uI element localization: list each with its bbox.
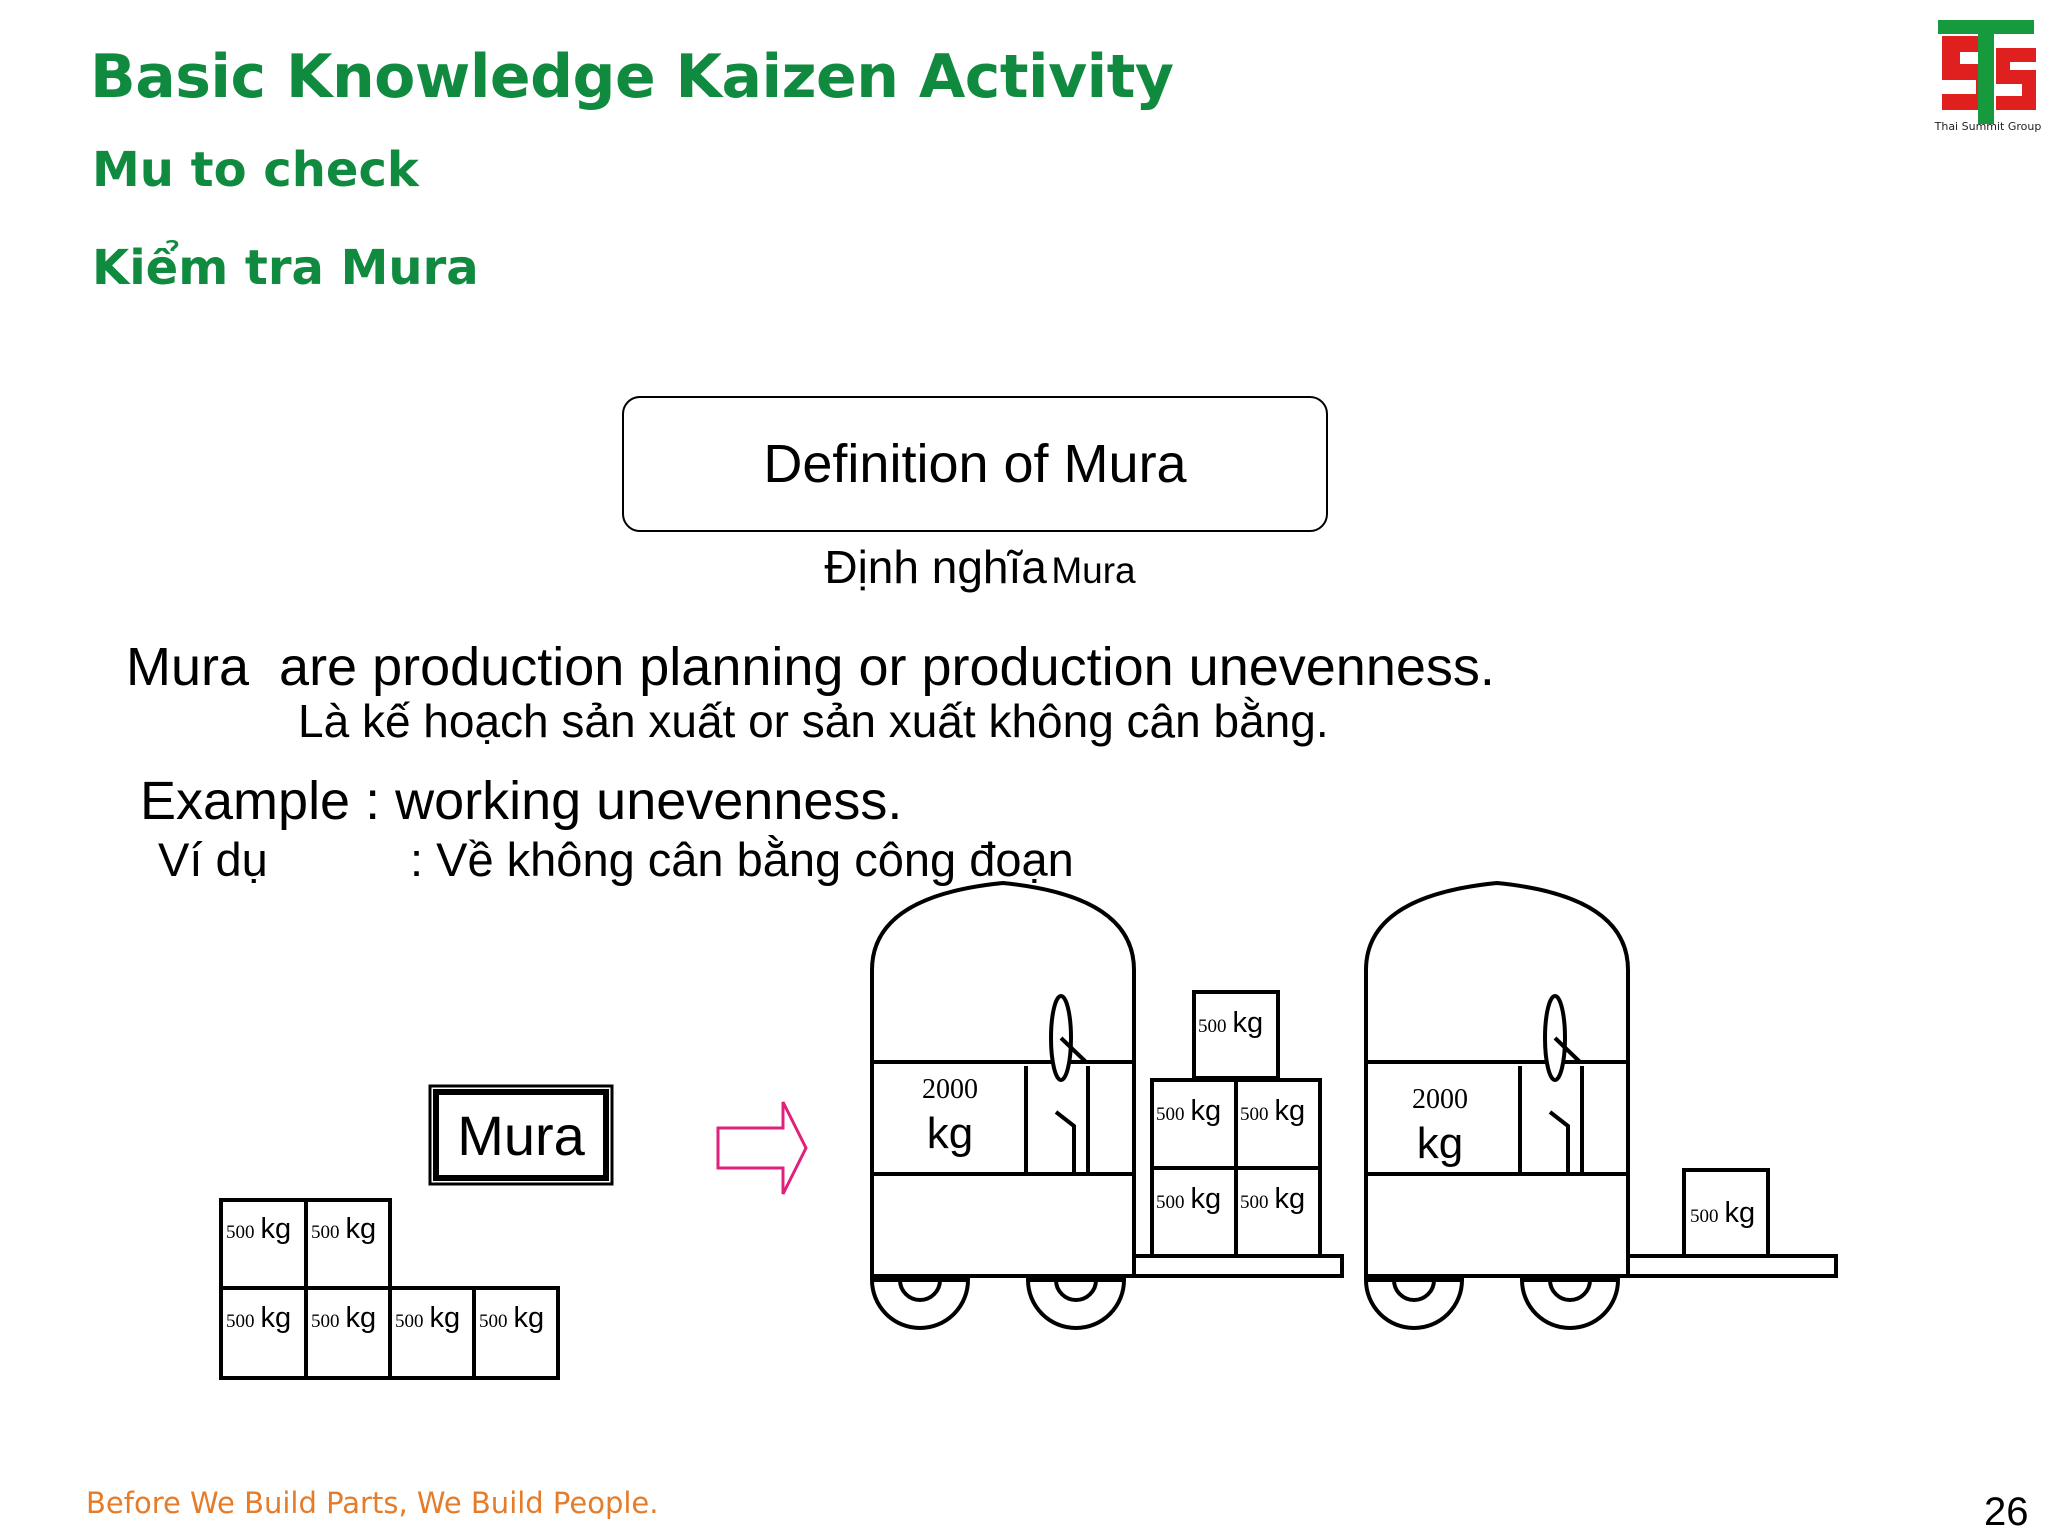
- box-weight-unit: kg: [261, 1213, 292, 1245]
- box-weight-unit: kg: [1275, 1095, 1306, 1127]
- box-weight-number: 500: [395, 1311, 424, 1332]
- mura-term: Mura: [126, 637, 250, 697]
- forklift-cart-2: [1363, 880, 1838, 1330]
- example-english: Example : working unevenness.: [140, 771, 903, 831]
- box-weight-unit: kg: [430, 1302, 461, 1334]
- box-weight-label: 500 kg: [226, 1213, 291, 1245]
- box-weight-number: 500: [1198, 1016, 1227, 1037]
- cart-2-capacity-unit: kg: [1417, 1119, 1463, 1168]
- box-weight-unit: kg: [1191, 1183, 1222, 1215]
- cart-1-capacity-unit: kg: [927, 1109, 973, 1158]
- box-weight-label: 500 kg: [1690, 1197, 1755, 1229]
- box-weight-number: 500: [1240, 1104, 1269, 1125]
- box-weight-number: 500: [479, 1311, 508, 1332]
- box-weight-label: 500 kg: [226, 1302, 291, 1334]
- footer-tagline: Before We Build Parts, We Build People.: [86, 1486, 659, 1520]
- example-vi-label: Ví dụ: [158, 833, 268, 886]
- definition-vietnamese: Định nghĩa Mura: [622, 540, 1338, 594]
- box-weight-unit: kg: [1233, 1007, 1264, 1039]
- box-weight-unit: kg: [346, 1302, 377, 1334]
- cart-1-load: [1150, 990, 1322, 1258]
- box-weight-unit: kg: [514, 1302, 545, 1334]
- slide-title: Basic Knowledge Kaizen Activity: [90, 42, 1174, 112]
- box-weight-unit: kg: [1725, 1197, 1756, 1229]
- definition-vi-term: Mura: [1051, 550, 1136, 591]
- box-weight-unit: kg: [346, 1213, 377, 1245]
- box-weight-label: 500 kg: [395, 1302, 460, 1334]
- box-weight-number: 500: [311, 1222, 340, 1243]
- example-vi-text: : Về không cân bằng công đoạn: [410, 833, 1074, 886]
- box-weight-unit: kg: [261, 1302, 292, 1334]
- mura-definition-vi: Là kế hoạch sản xuất or sản xuất không c…: [298, 695, 1329, 747]
- mura-definition-line: Mura are production planning or producti…: [126, 636, 1495, 698]
- subtitle-vietnamese: Kiểm tra Mura: [92, 240, 479, 296]
- box-weight-label: 500 kg: [1240, 1095, 1305, 1127]
- mura-definition: are production planning or production un…: [279, 637, 1495, 697]
- box-weight-label: 500 kg: [1156, 1183, 1221, 1215]
- box-weight-label: 500 kg: [311, 1213, 376, 1245]
- box-weight-labels: 500 kg 500 kg 500 kg 500 kg 500 kg 500 kg 500 kg 500 kg…: [226, 1007, 1755, 1334]
- box-weight-label: 500 kg: [479, 1302, 544, 1334]
- box-weight-number: 500: [1240, 1192, 1269, 1213]
- right-arrow-icon: [716, 1101, 808, 1195]
- box-weight-label: 500 kg: [311, 1302, 376, 1334]
- box-weight-label: 500 kg: [1156, 1095, 1221, 1127]
- company-logo: [1938, 20, 2036, 124]
- mura-label-box: Mura: [428, 1084, 614, 1186]
- cart-1-capacity-number: 2000: [922, 1074, 978, 1105]
- subtitle-english: Mu to check: [92, 142, 419, 198]
- box-weight-number: 500: [1690, 1206, 1719, 1227]
- cart-2-capacity-number: 2000: [1412, 1084, 1468, 1115]
- page-number: 26: [1984, 1490, 2029, 1534]
- box-weight-unit: kg: [1275, 1183, 1306, 1215]
- definition-box: Definition of Mura: [622, 396, 1328, 532]
- uneven-box-stack: [219, 1198, 560, 1380]
- forklift-cart-1: [869, 880, 1344, 1330]
- mura-label: Mura: [457, 1104, 585, 1167]
- box-weight-number: 500: [226, 1311, 255, 1332]
- definition-vi-main: Định nghĩa: [824, 541, 1047, 593]
- cart-1-capacity: 2000 kg: [922, 1074, 978, 1158]
- box-weight-number: 500: [1156, 1104, 1185, 1125]
- box-weight-number: 500: [311, 1311, 340, 1332]
- box-weight-label: 500 kg: [1198, 1007, 1263, 1039]
- box-weight-unit: kg: [1191, 1095, 1222, 1127]
- cart-2-capacity: 2000 kg: [1412, 1084, 1468, 1168]
- box-weight-number: 500: [1156, 1192, 1185, 1213]
- logo-caption: Thai Summit Group: [1934, 120, 2042, 133]
- box-weight-number: 500: [226, 1222, 255, 1243]
- box-weight-label: 500 kg: [1240, 1183, 1305, 1215]
- definition-label: Definition of Mura: [763, 434, 1187, 494]
